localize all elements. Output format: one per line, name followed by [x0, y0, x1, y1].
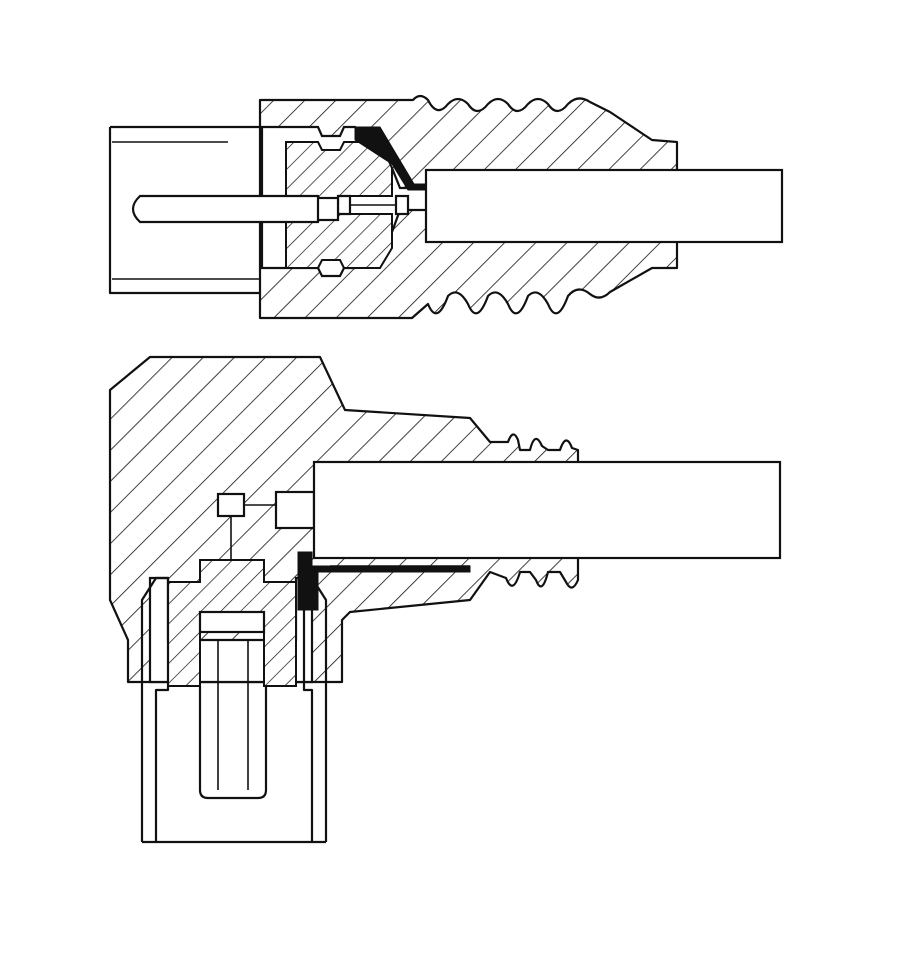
right-angle-center-contact: [198, 490, 316, 634]
plug-sleeve: [108, 125, 262, 295]
center-pin: [131, 194, 410, 224]
right-angle-sleeve: [140, 576, 328, 844]
right-angle-connector-view: [108, 355, 782, 844]
coax-cable: [424, 168, 784, 244]
straight-connector-view: [108, 94, 784, 320]
right-angle-coax-cable: [312, 460, 782, 560]
